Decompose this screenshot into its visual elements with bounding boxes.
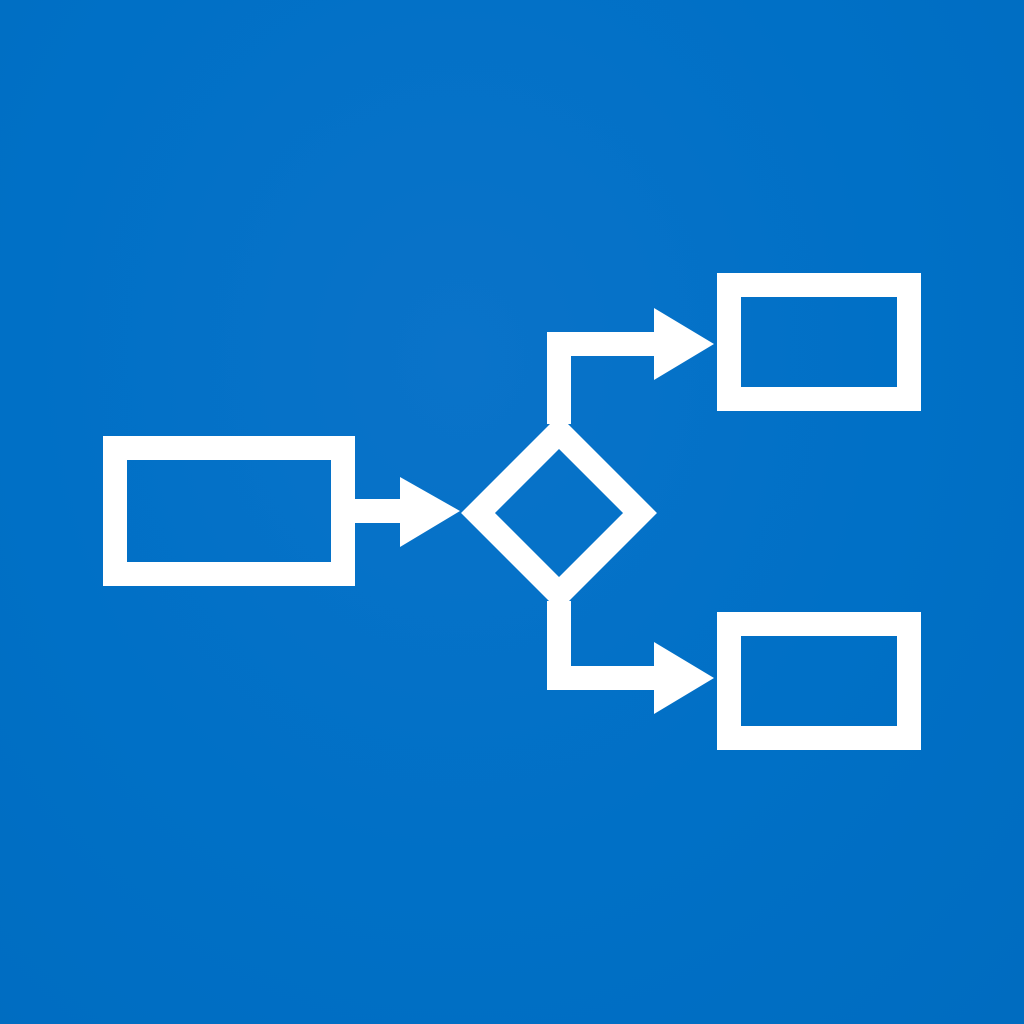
decision-to-bottom-arrowhead <box>654 642 714 714</box>
top-process-box <box>717 273 921 411</box>
start-process-box <box>103 436 355 586</box>
start-to-decision-arrowhead <box>400 477 460 547</box>
bottom-process-box <box>717 612 921 750</box>
decision-to-bottom-connector <box>547 601 660 690</box>
decision-to-top-connector <box>547 332 660 424</box>
decision-to-top-arrowhead <box>654 308 714 380</box>
decision-diamond <box>461 415 657 611</box>
